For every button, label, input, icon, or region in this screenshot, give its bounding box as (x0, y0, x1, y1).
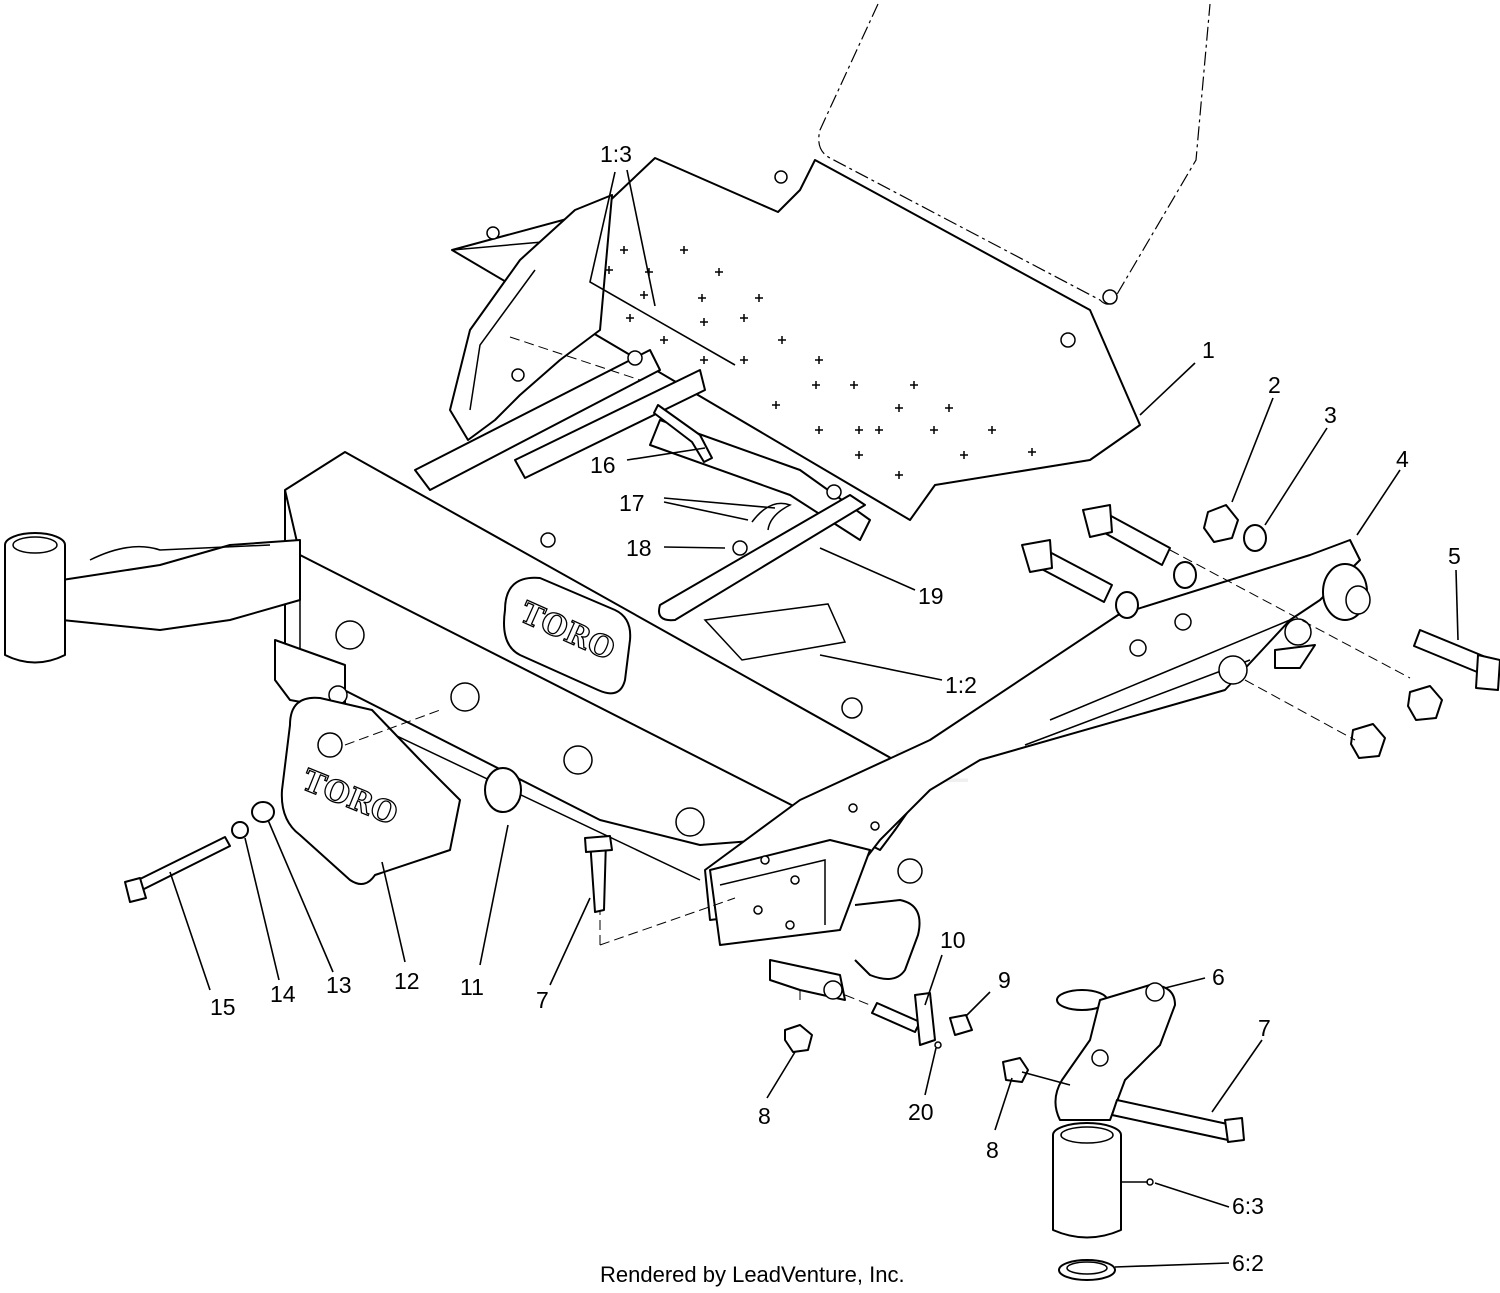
callout-12: 12 (394, 968, 420, 994)
callout-18: 18 (626, 535, 652, 561)
callout-5: 5 (1448, 543, 1461, 569)
callout-10: 10 (940, 927, 966, 953)
callout-1-2: 1:2 (945, 672, 977, 698)
side-plate (449, 194, 613, 441)
callout-9: 9 (998, 967, 1011, 993)
pin-16 (653, 404, 713, 463)
footer-credit: Rendered by LeadVenture, Inc. (600, 1262, 905, 1287)
callout-20: 20 (908, 1099, 934, 1125)
floor-plate (451, 157, 1141, 521)
plate-bolt-grid (545, 246, 1036, 479)
pivot-hardware (784, 992, 1029, 1083)
seat-latch-link (658, 484, 866, 661)
callout-6: 6 (1212, 964, 1225, 990)
callout-3: 3 (1324, 402, 1337, 428)
callout-17: 17 (619, 490, 645, 516)
callout-2: 2 (1268, 372, 1281, 398)
callout-8-left: 8 (758, 1103, 771, 1129)
callout-11: 11 (460, 974, 484, 1000)
hitch-cover: TORO (124, 696, 613, 913)
leader-lines (169, 169, 1459, 1268)
callout-4: 4 (1396, 446, 1409, 472)
callout-13: 13 (326, 972, 352, 998)
callout-6-2: 6:2 (1232, 1250, 1264, 1276)
callout-19: 19 (918, 583, 944, 609)
caster-fork-assembly (1052, 982, 1245, 1281)
assembly-lines (344, 336, 1411, 1006)
callout-14: 14 (270, 981, 296, 1007)
callout-16: 16 (590, 452, 616, 478)
bolts-and-nuts (1021, 504, 1500, 759)
callout-1: 1 (1202, 337, 1215, 363)
callout-7-left: 7 (536, 987, 549, 1013)
callout-8-right: 8 (986, 1137, 999, 1163)
left-caster-arm (4, 532, 301, 664)
right-frame-rail (704, 539, 1371, 1001)
callout-1-3: 1:3 (600, 141, 632, 167)
main-frame: TORO (274, 451, 931, 881)
callout-7-right: 7 (1258, 1015, 1271, 1041)
callout-15: 15 (210, 994, 236, 1020)
callout-labels: 1:3 1 2 3 4 5 16 17 18 19 1:2 15 14 13 1… (210, 141, 1461, 1276)
callout-6-3: 6:3 (1232, 1193, 1264, 1219)
